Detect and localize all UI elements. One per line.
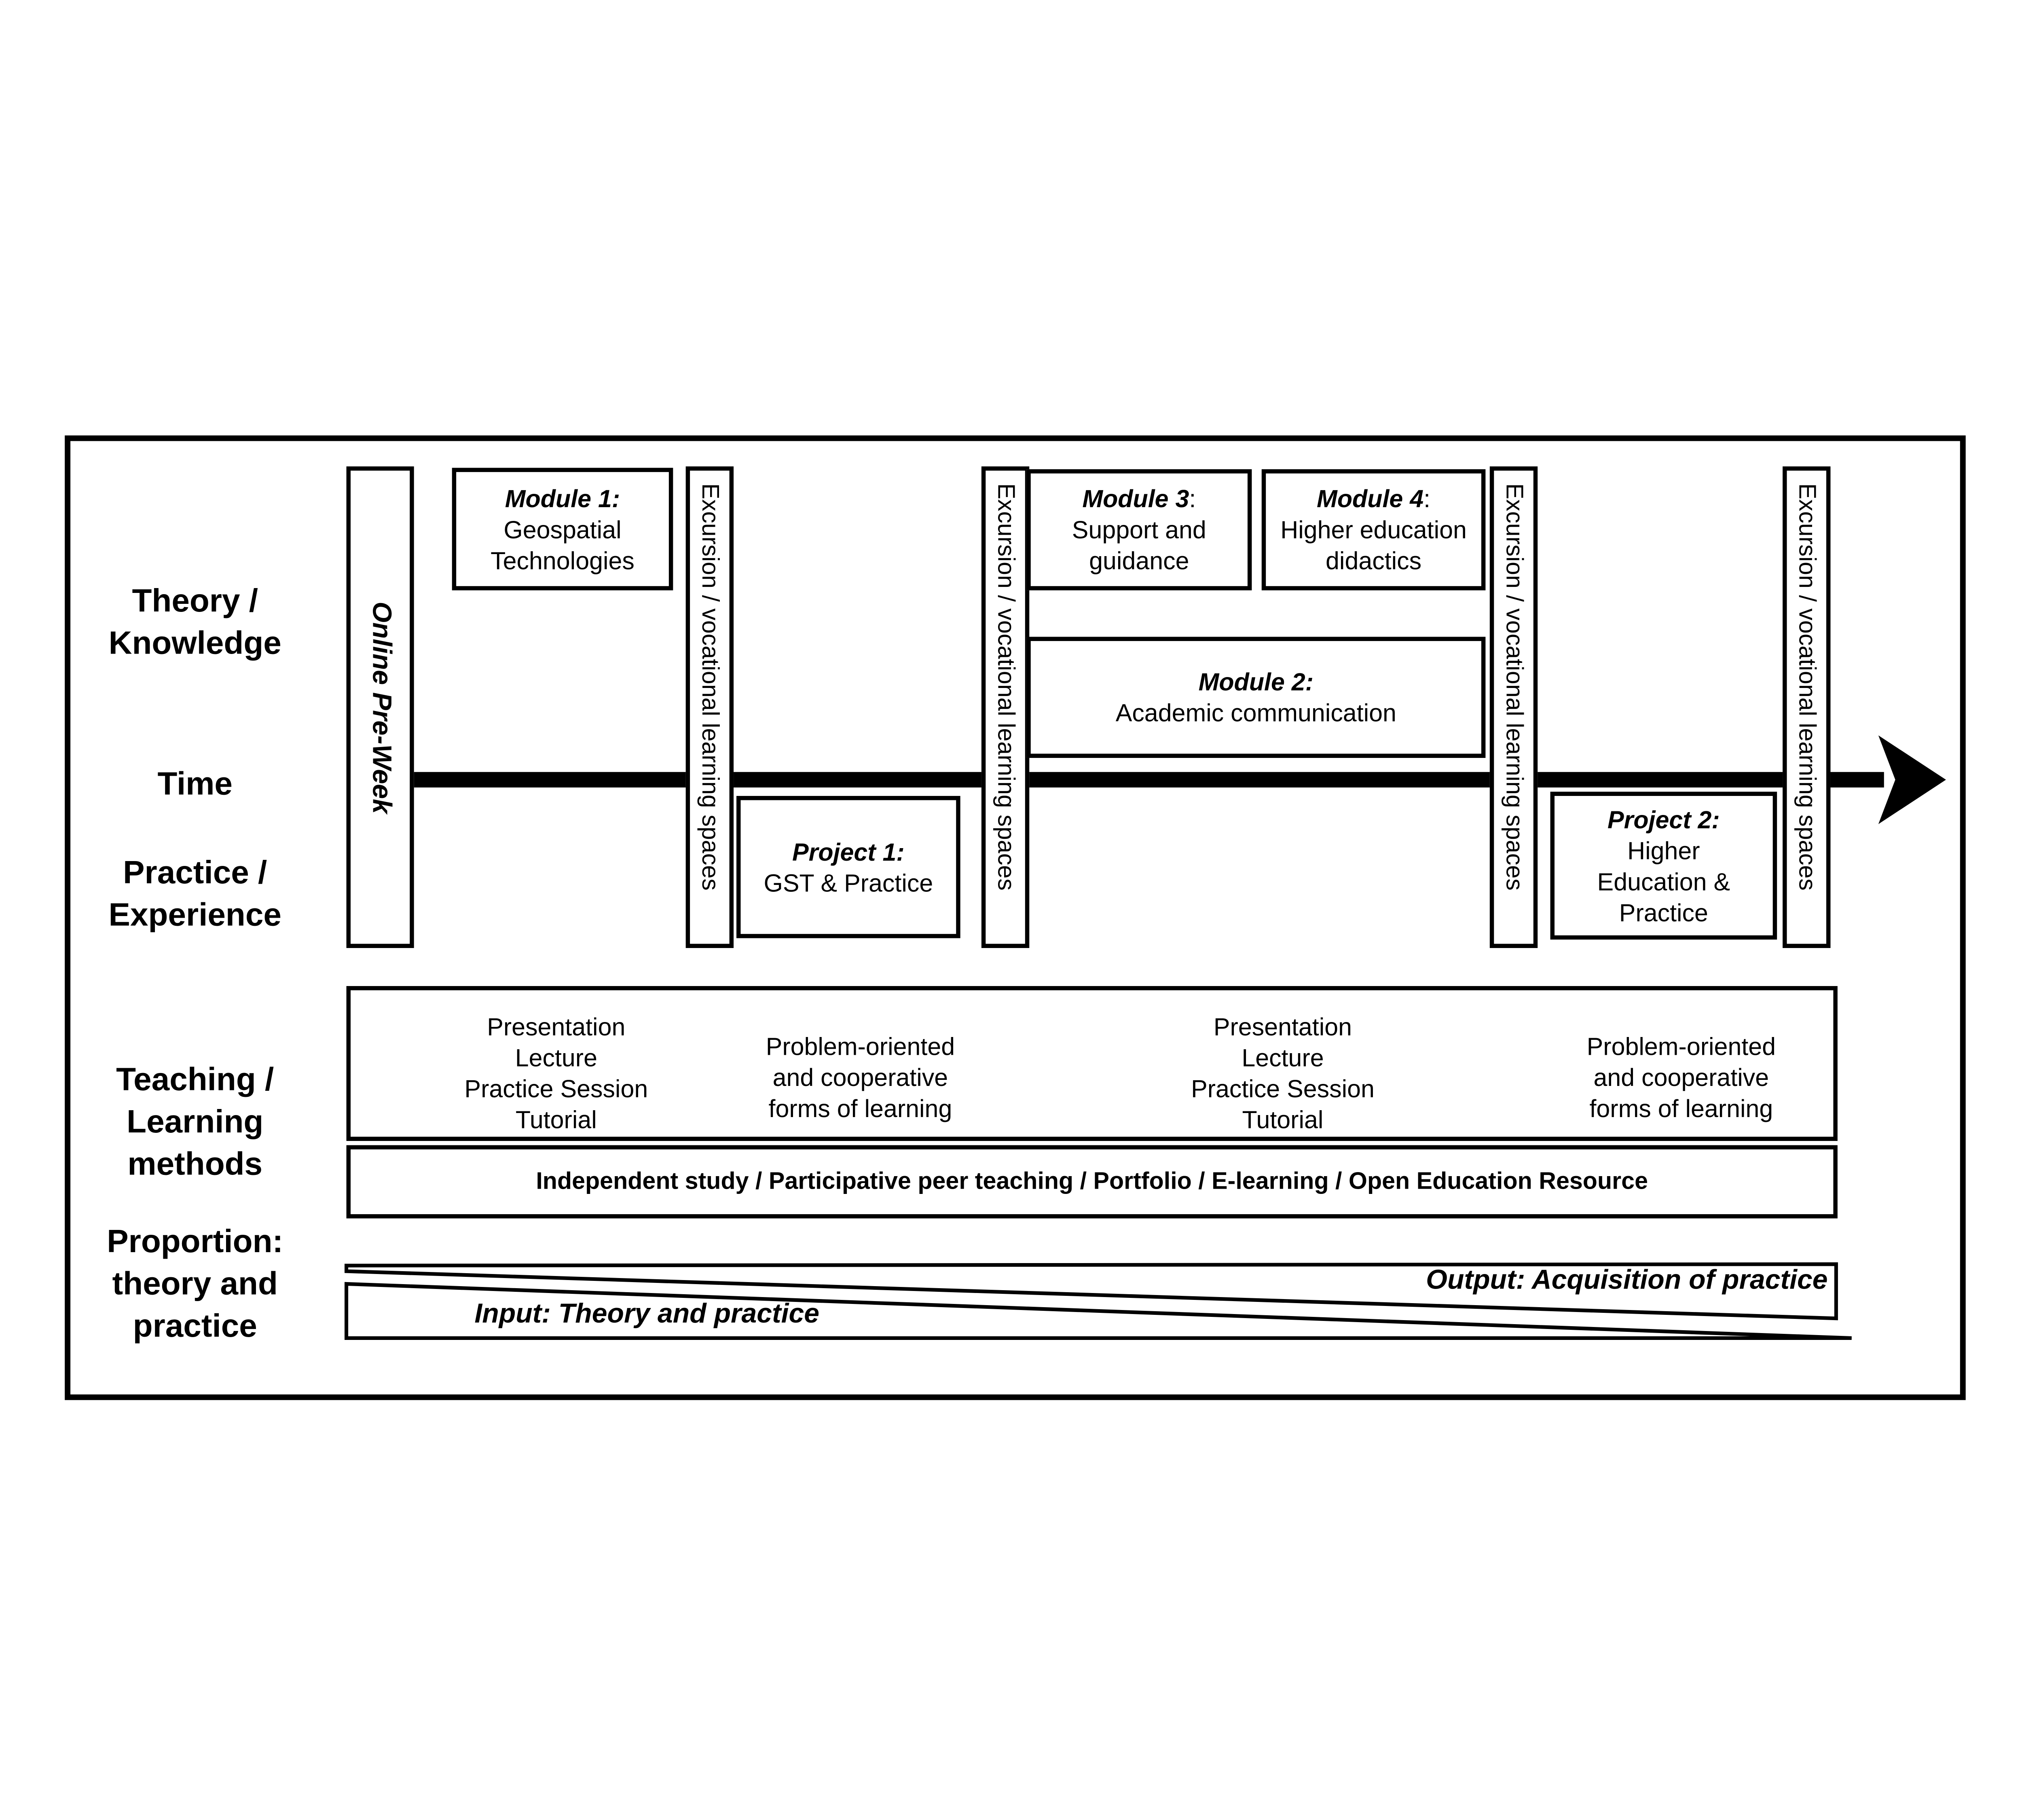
row-label-teaching-learning-methods: Teaching / Learning methods <box>51 1058 339 1185</box>
methods-line: and cooperative <box>1593 1063 1769 1092</box>
methods-line: Tutorial <box>1242 1105 1324 1134</box>
module-2-title: Module 2: <box>1031 667 1481 698</box>
row-label-line: practice <box>133 1307 257 1344</box>
methods-group-4: Problem-oriented and cooperative forms o… <box>1533 1031 1829 1124</box>
module-2-box: Module 2: Academic communication <box>1026 637 1486 758</box>
methods-line: forms of learning <box>768 1094 952 1123</box>
module-3-title: Module 3: <box>1031 483 1248 514</box>
independent-study-box: Independent study / Participative peer t… <box>346 1145 1838 1219</box>
output-label: Output: Acquisition of practice <box>1426 1265 1828 1296</box>
methods-line: Lecture <box>1242 1043 1324 1072</box>
module-1-box: Module 1: Geospatial Technologies <box>452 468 673 590</box>
methods-line: and cooperative <box>772 1063 948 1092</box>
module-3-line: Support and <box>1072 516 1206 544</box>
methods-line: forms of learning <box>1589 1094 1773 1123</box>
curriculum-structure-diagram: Theory / Knowledge Time Practice / Exper… <box>0 276 2022 1544</box>
online-pre-week-label: Online Pre-Week <box>366 601 396 813</box>
input-wedge <box>345 1282 1852 1340</box>
methods-line: Presentation <box>1213 1013 1352 1041</box>
module-1-line: Geospatial <box>503 515 622 543</box>
row-label-line: theory and <box>112 1265 278 1302</box>
project-1-box: Project 1: GST & Practice <box>736 796 960 938</box>
online-pre-week-bar: Online Pre-Week <box>346 466 414 948</box>
row-label-line: methods <box>127 1145 263 1182</box>
arrowhead-icon <box>1878 735 1946 824</box>
excursion-bar-1: Excursion / vocational learning spaces <box>685 466 734 948</box>
module-2-line: Academic communication <box>1115 698 1396 727</box>
module-3-box: Module 3: Support and guidance <box>1026 469 1252 590</box>
excursion-label: Excursion / vocational learning spaces <box>1501 483 1528 891</box>
proportion-wedges <box>345 1262 1852 1340</box>
input-label: Input: Theory and practice <box>474 1299 820 1330</box>
module-4-title: Module 4: <box>1266 483 1481 514</box>
methods-line: Problem-oriented <box>766 1032 955 1061</box>
methods-line: Presentation <box>487 1013 626 1041</box>
module-4-line: Higher education <box>1280 516 1467 544</box>
module-title-text: Module 2: <box>1198 668 1314 696</box>
timeline-arrow <box>414 735 1946 824</box>
row-label-line: Theory / <box>132 582 258 619</box>
methods-line: Practice Session <box>464 1075 648 1103</box>
excursion-bar-2: Excursion / vocational learning spaces <box>981 466 1030 948</box>
methods-line: Tutorial <box>515 1105 597 1134</box>
row-label-practice-experience: Practice / Experience <box>51 851 339 935</box>
module-title-colon: : <box>1189 485 1196 513</box>
row-label-time: Time <box>51 762 339 804</box>
project-2-line: Education & <box>1597 867 1730 895</box>
methods-line: Practice Session <box>1191 1075 1375 1103</box>
project-2-line: Higher <box>1627 836 1700 864</box>
module-title-text: Module 1: <box>505 484 620 512</box>
independent-study-label: Independent study / Participative peer t… <box>536 1168 1648 1195</box>
module-4-line: didactics <box>1326 546 1422 575</box>
project-2-title: Project 2: <box>1607 805 1720 834</box>
methods-group-2: Problem-oriented and cooperative forms o… <box>713 1031 1008 1124</box>
row-label-line: Teaching / <box>116 1060 274 1098</box>
row-label-theory-knowledge: Theory / Knowledge <box>51 579 339 664</box>
project-2-box: Project 2: Higher Education & Practice <box>1550 791 1777 940</box>
module-3-line: guidance <box>1089 546 1189 575</box>
excursion-bar-3: Excursion / vocational learning spaces <box>1489 466 1538 948</box>
methods-group-3: Presentation Lecture Practice Session Tu… <box>1135 1012 1430 1135</box>
module-1-title: Module 1: <box>456 483 669 514</box>
module-title-text: Module 3 <box>1082 485 1189 513</box>
project-2-line: Practice <box>1619 898 1708 927</box>
row-label-line: Knowledge <box>108 624 281 661</box>
row-label-proportion: Proportion: theory and practice <box>51 1220 339 1346</box>
row-label-line: Practice / <box>123 853 267 891</box>
output-wedge <box>345 1262 1838 1321</box>
project-1-title: Project 1: <box>792 837 905 866</box>
methods-group-1: Presentation Lecture Practice Session Tu… <box>408 1012 704 1135</box>
project-1-line: GST & Practice <box>764 868 933 897</box>
excursion-label: Excursion / vocational learning spaces <box>1794 483 1821 891</box>
row-label-line: Learning <box>127 1103 264 1140</box>
row-label-line: Time <box>157 765 233 802</box>
row-label-line: Experience <box>108 896 281 933</box>
methods-line: Problem-oriented <box>1586 1032 1776 1061</box>
methods-line: Lecture <box>515 1043 597 1072</box>
module-4-box: Module 4: Higher education didactics <box>1261 469 1486 590</box>
module-title-text: Module 4 <box>1317 485 1424 513</box>
excursion-bar-4: Excursion / vocational learning spaces <box>1783 466 1831 948</box>
row-label-line: Proportion: <box>107 1222 283 1259</box>
excursion-label: Excursion / vocational learning spaces <box>697 483 724 891</box>
teaching-methods-box <box>346 986 1838 1141</box>
module-1-line: Technologies <box>491 546 635 574</box>
module-title-colon: : <box>1423 485 1431 513</box>
excursion-label: Excursion / vocational learning spaces <box>992 483 1019 891</box>
timeline-shaft <box>414 772 1884 788</box>
